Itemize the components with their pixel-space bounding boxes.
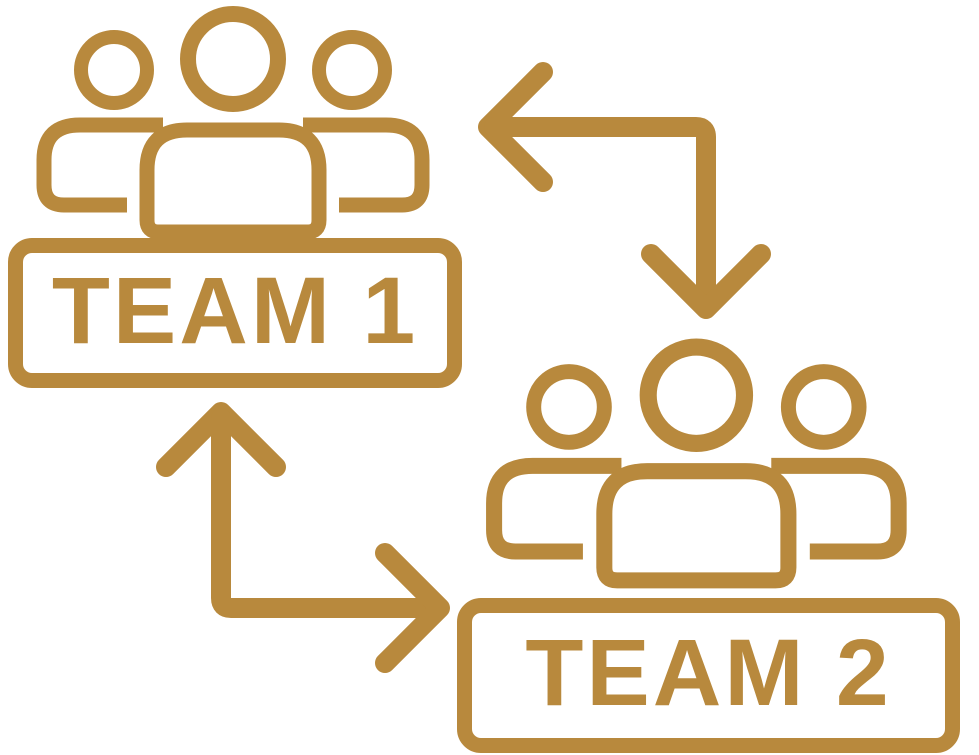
arrow-shaft bbox=[484, 117, 716, 315]
person-center-icon bbox=[139, 6, 327, 240]
team1-label-box: TEAM 1 bbox=[8, 238, 462, 388]
person-left-icon bbox=[486, 364, 622, 560]
person-right-icon bbox=[303, 30, 430, 213]
team1-people-group-icon bbox=[36, 6, 430, 240]
team1-label: TEAM 1 bbox=[51, 257, 419, 364]
arrow-shaft bbox=[211, 408, 443, 618]
team2-label: TEAM 2 bbox=[525, 620, 892, 726]
arrow-up-and-right-icon bbox=[156, 402, 450, 673]
person-left-icon bbox=[36, 30, 163, 213]
team2-label-box: TEAM 2 bbox=[457, 598, 960, 753]
person-center-icon bbox=[596, 338, 797, 589]
person-right-icon bbox=[771, 364, 907, 560]
team2-people-group-icon bbox=[486, 338, 907, 589]
arrowhead-down bbox=[641, 244, 771, 319]
arrowhead-right bbox=[375, 543, 450, 673]
arrow-left-and-down-icon bbox=[478, 62, 771, 319]
